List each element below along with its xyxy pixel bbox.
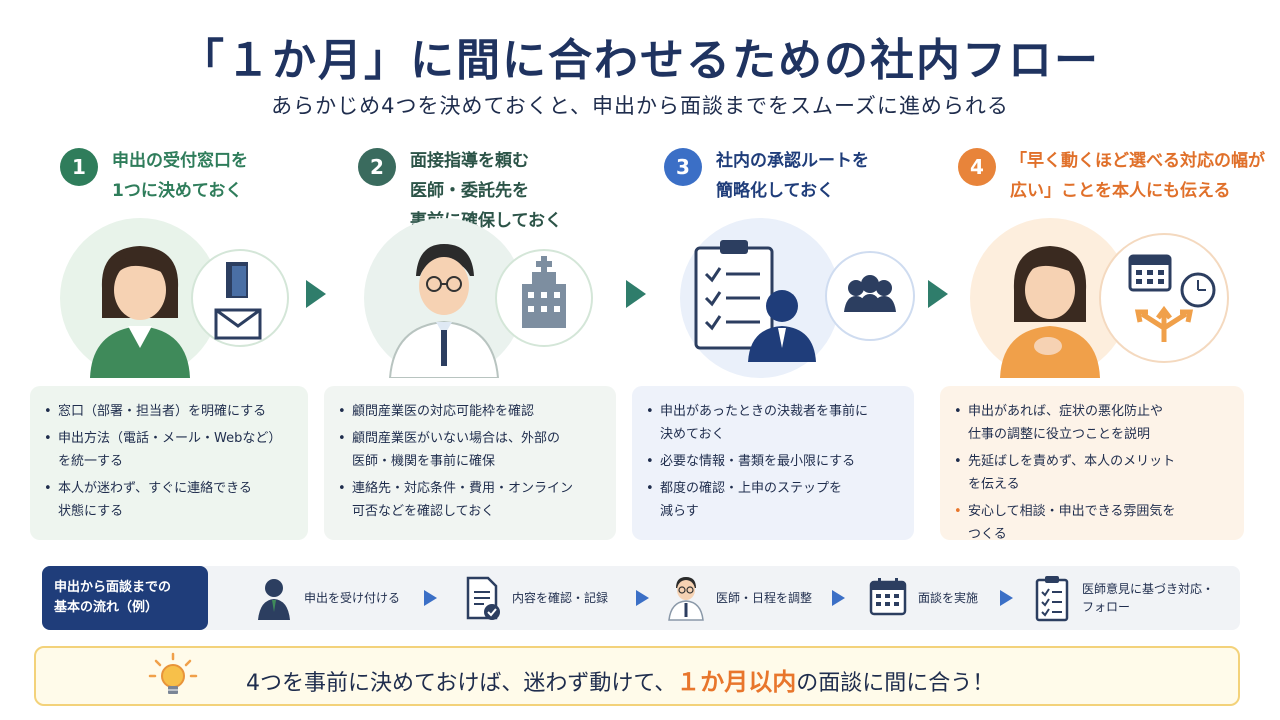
woman-icon [90, 246, 190, 378]
flow-step-3: 医師・日程を調整 [666, 574, 812, 622]
step-4-bullet: 安心して相談・申出できる雰囲気を つくる [954, 500, 1230, 546]
checklist-icon [1035, 576, 1069, 622]
step-3-illustration [660, 218, 940, 378]
step-4-bullet: 先延ばしを責めず、本人のメリット を伝える [954, 450, 1230, 496]
step-2-card: 顧問産業医の対応可能枠を確認 顧問産業医がいない場合は、外部の 医師・機関を事前… [324, 386, 616, 540]
person-icon [748, 290, 816, 362]
step-arrow-3 [928, 280, 948, 308]
hospital-icon [522, 256, 566, 328]
flow-arrow [636, 590, 649, 606]
step-4-title: 「早く動くほど選べる対応の幅が 広い」ことを本人にも伝える [1010, 151, 1265, 201]
step-3-title: 社内の承認ルートを 簡略化しておく [716, 151, 869, 201]
flow-step-1: 申出を受け付ける [254, 574, 400, 622]
step-2-bullet: 顧問産業医がいない場合は、外部の 医師・機関を事前に確保 [338, 427, 602, 473]
step-3-bullet: 都度の確認・上申のステップを 減らす [646, 477, 900, 523]
person-icon [258, 579, 290, 620]
step-2-illustration [344, 218, 624, 379]
lightbulb-icon [148, 652, 198, 694]
summary-text-after: の面談に間に合う！ [796, 671, 995, 696]
step-1-title: 申出の受付窓口を 1つに決めておく [112, 151, 248, 201]
step-1-bullet: 窓口（部署・担当者）を明確にする [44, 400, 294, 423]
step-3-card: 申出があったときの決裁者を事前に 決めておく 必要な情報・書類を最小限にする 都… [632, 386, 914, 540]
step-1-header: 1 申出の受付窓口を 1つに決めておく [60, 146, 248, 206]
step-3-bullet: 申出があったときの決裁者を事前に 決めておく [646, 400, 900, 446]
step-3-bullet: 必要な情報・書類を最小限にする [646, 450, 900, 473]
flow-step-label: 内容を確認・記録 [512, 591, 609, 605]
page-subtitle: あらかじめ4つを決めておくと、申出から面談までをスムーズに進められる [271, 94, 1009, 118]
flow-step-label: 医師意見に基づき対応・ フォロー [1082, 582, 1215, 614]
step-1-illustration [40, 218, 320, 378]
flow-step-label: 医師・日程を調整 [716, 591, 813, 605]
step-2-badge: 2 [358, 148, 396, 186]
calendar-icon [869, 578, 907, 616]
step-1-badge: 1 [60, 148, 98, 186]
document-check-icon [466, 576, 500, 620]
woman-icon [1000, 246, 1100, 378]
page-title: 「１か月」に間に合わせるための社内フロー [180, 35, 1100, 86]
step-4-illustration [964, 218, 1244, 378]
step-4-card: 申出があれば、症状の悪化防止や 仕事の調整に役立つことを説明 先延ばしを責めず、… [940, 386, 1244, 542]
step-2-bullet: 連絡先・対応条件・費用・オンライン 可否などを確認しておく [338, 477, 602, 523]
step-1-bullet: 申出方法（電話・メール・Webなど） を統一する [44, 427, 294, 473]
flow-step-label: 面談を実施 [918, 591, 979, 605]
flow-label: 申出から面談までの 基本の流れ（例） [42, 566, 208, 630]
flow-arrow [832, 590, 845, 606]
step-2-bullet: 顧問産業医の対応可能枠を確認 [338, 400, 602, 423]
step-3-badge: 3 [664, 148, 702, 186]
doctor-icon [668, 577, 704, 621]
door-icon [226, 262, 248, 298]
step-arrow-1 [306, 280, 326, 308]
step-1-card: 窓口（部署・担当者）を明確にする 申出方法（電話・メール・Webなど） を統一す… [30, 386, 308, 540]
step-3-header: 3 社内の承認ルートを 簡略化しておく [664, 146, 869, 206]
clock-icon [1180, 272, 1216, 308]
flow-step-label: 申出を受け付ける [304, 591, 401, 605]
calendar-icon [1128, 254, 1172, 292]
checklist-icon [694, 240, 774, 350]
step-arrow-2 [626, 280, 646, 308]
basic-flow-strip: 申出から面談までの 基本の流れ（例） 申出を受け付ける 内容を確認・記録 [42, 566, 1240, 630]
flow-step-5: 医師意見に基づき対応・ フォロー [1032, 574, 1214, 622]
flow-step-2: 内容を確認・記録 [462, 574, 608, 622]
step-4-badge: 4 [958, 148, 996, 186]
group-icon [844, 275, 896, 312]
flow-arrow [424, 590, 437, 606]
doctor-icon [388, 244, 500, 379]
step-4-header: 4 「早く動くほど選べる対応の幅が 広い」ことを本人にも伝える [958, 146, 1265, 206]
step-4-bullet: 申出があれば、症状の悪化防止や 仕事の調整に役立つことを説明 [954, 400, 1230, 446]
summary-text-before: 4つを事前に決めておけば、迷わず動けて、 [246, 671, 677, 696]
summary-banner: 4つを事前に決めておけば、迷わず動けて、１か月以内の面談に間に合う！ [34, 646, 1240, 706]
envelope-icon [214, 308, 262, 340]
flow-step-4: 面談を実施 [868, 574, 978, 622]
summary-highlight: １か月以内 [676, 668, 797, 696]
branch-arrows-icon [1134, 305, 1194, 342]
flow-arrow [1000, 590, 1013, 606]
summary-text: 4つを事前に決めておけば、迷わず動けて、１か月以内の面談に間に合う！ [246, 662, 994, 697]
step-1-bullet: 本人が迷わず、すぐに連絡できる 状態にする [44, 477, 294, 523]
